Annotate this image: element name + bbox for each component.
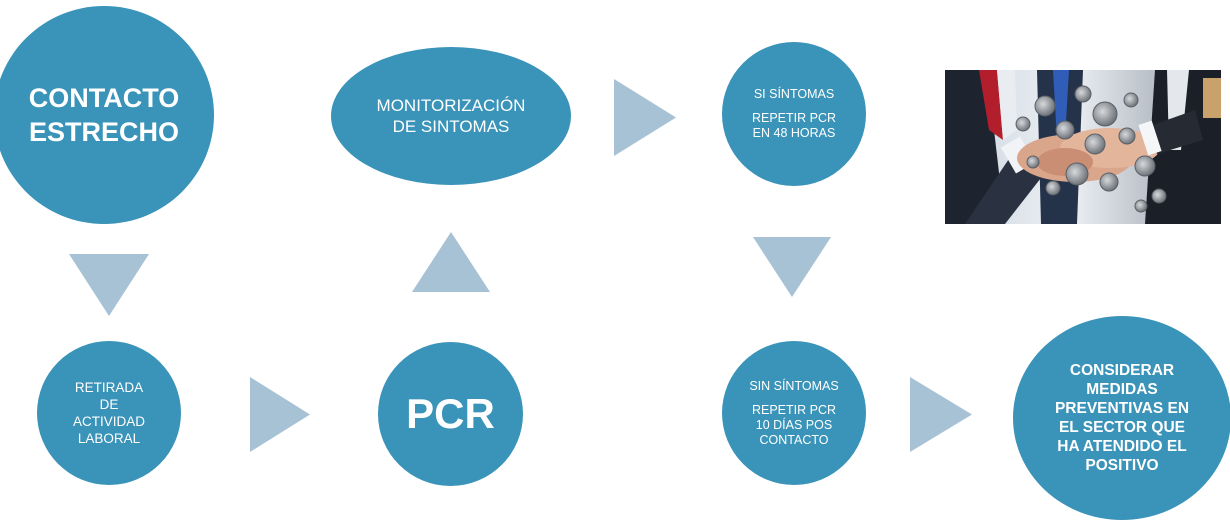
node-considerar-line-1: CONSIDERAR [1069, 362, 1175, 379]
node-pcr-label: PCR [406, 390, 495, 437]
node-retirada-line-2: DE [99, 397, 119, 412]
node-si-sintomas-heading: SI SÍNTOMAS [753, 87, 835, 101]
node-considerar-line-2: MEDIDAS [1086, 381, 1158, 398]
node-contacto-estrecho: CONTACTO ESTRECHO [0, 6, 214, 224]
node-retirada-line-4: LABORAL [77, 431, 141, 446]
node-sin-sintomas: SIN SÍNTOMAS REPETIR PCR 10 DÍAS POS CON… [722, 341, 866, 485]
arrow-down-contacto-to-retirada [69, 254, 149, 316]
node-monitorizacion: MONITORIZACIÓN DE SINTOMAS [331, 47, 571, 185]
node-monitorizacion-line-2: DE SINTOMAS [392, 117, 510, 136]
node-considerar-line-3: PREVENTIVAS EN [1054, 400, 1190, 417]
node-considerar-line-4: EL SECTOR QUE [1058, 419, 1186, 436]
node-sin-sintomas-line-3: CONTACTO [759, 432, 829, 447]
node-monitorizacion-line-1: MONITORIZACIÓN [376, 96, 526, 115]
node-si-sintomas-line-2: EN 48 HORAS [752, 126, 836, 140]
node-retirada-line-1: RETIRADA [74, 380, 144, 395]
node-considerar-line-6: POSITIVO [1085, 457, 1159, 474]
handshake-virus-photo-icon [945, 70, 1221, 224]
node-retirada: RETIRADA DE ACTIVIDAD LABORAL [37, 341, 181, 485]
node-considerar-line-5: HA ATENDIDO EL [1057, 438, 1187, 455]
node-sin-sintomas-heading: SIN SÍNTOMAS [749, 378, 839, 393]
arrow-right-monitorizacion-to-si-sintomas [614, 79, 676, 156]
arrow-right-sin-sintomas-to-considerar [910, 377, 972, 452]
node-si-sintomas-line-1: REPETIR PCR [751, 111, 837, 125]
node-sin-sintomas-line-2: 10 DÍAS POS [755, 417, 833, 432]
node-considerar: CONSIDERAR MEDIDAS PREVENTIVAS EN EL SEC… [1013, 316, 1230, 520]
arrow-up-pcr-to-monitorizacion [412, 232, 490, 292]
arrow-down-si-to-sin-sintomas [753, 237, 831, 297]
node-pcr: PCR [378, 342, 523, 486]
node-contacto-line-1: CONTACTO [28, 83, 180, 113]
node-sin-sintomas-line-1: REPETIR PCR [751, 402, 837, 417]
arrow-right-retirada-to-pcr [250, 377, 310, 452]
node-retirada-line-3: ACTIVIDAD [72, 414, 145, 429]
node-si-sintomas: SI SÍNTOMAS REPETIR PCR EN 48 HORAS [722, 42, 866, 186]
node-contacto-line-2: ESTRECHO [28, 117, 180, 147]
